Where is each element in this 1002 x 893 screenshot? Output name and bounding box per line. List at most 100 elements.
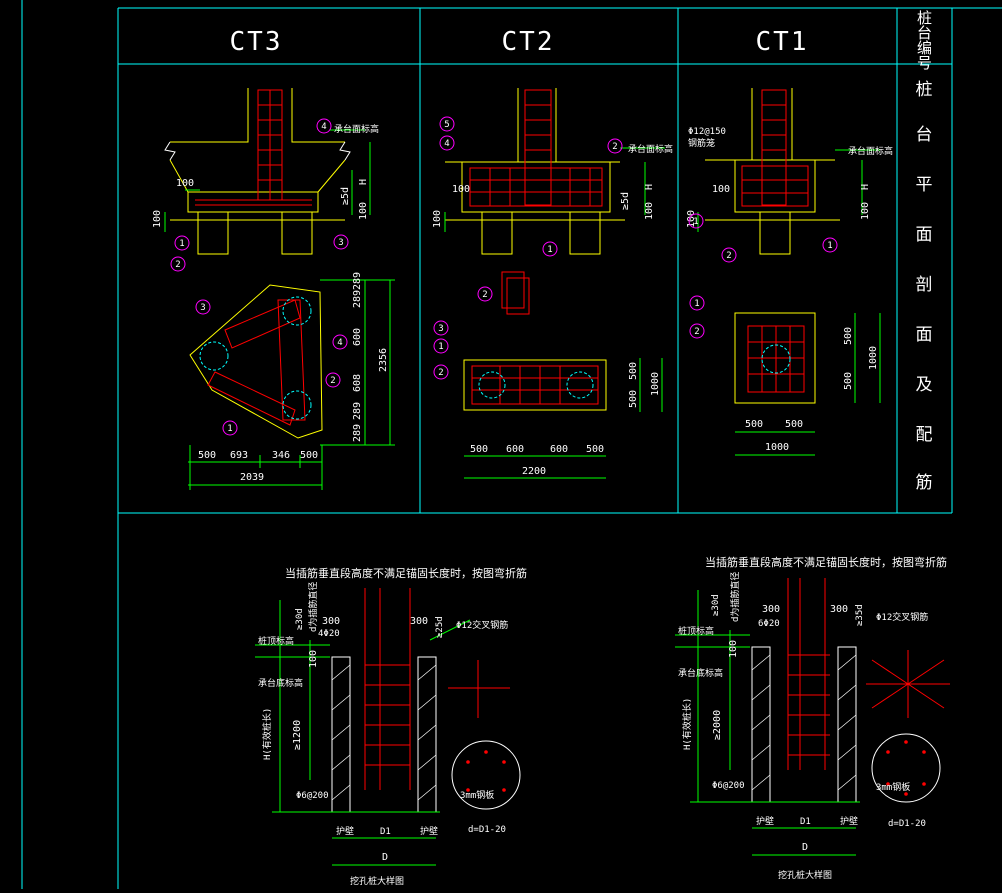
pile-right-dim: 300 (762, 604, 780, 615)
pile-right-cross-spec: Φ12交叉钢筋 (876, 611, 928, 623)
pile-right-cap-label: 承台底标高 (678, 667, 723, 679)
side-char: 面 (916, 325, 933, 345)
ct3-tag: 3 (200, 303, 205, 313)
ct2-tag: 2 (438, 368, 443, 378)
table-frame (21, 0, 1002, 889)
header-ct1: CT1 (756, 27, 809, 57)
ct2-tag: 5 (444, 120, 449, 130)
ct2-tag: 1 (438, 342, 443, 352)
ct1-dim: 100 (860, 202, 871, 220)
pile-right-lap: ≥35d (855, 604, 865, 626)
ct3-tag: 1 (179, 239, 184, 249)
ct2-tag: 1 (547, 245, 552, 255)
ct1-plan-total: 1000 (868, 346, 879, 370)
side-char: 面 (916, 225, 933, 245)
ct2-section: 承台面标高 100 100 ≥5d H 100 5 4 2 1 2 (432, 88, 673, 315)
pile-left-stirrup: Φ6@200 (296, 791, 329, 801)
ct2-plan-total: 1000 (650, 372, 661, 396)
side-char: 平 (916, 175, 933, 195)
ct2-plan-dim: 500 (586, 444, 604, 455)
side-char: 配 (916, 425, 933, 445)
ct2-dim: 100 (432, 210, 443, 228)
ct1-plan-dim: 500 (745, 419, 763, 430)
ct1-dim: 100 (686, 210, 697, 228)
ct2-tag: 2 (482, 290, 487, 300)
ct3-tag: 1 (227, 424, 232, 434)
ct3-dim: 100 (152, 210, 163, 228)
pile-left-wall: 护壁 (420, 825, 438, 837)
ct1-mesh-note: 钢筋笼 (688, 137, 715, 149)
side-char: 台 (916, 125, 933, 145)
ct2-plan: 500 600 600 500 2200 500 500 1000 3 1 2 (433, 320, 663, 479)
ct3-plan-total: 2356 (378, 348, 389, 372)
pile-left-lap: ≥25d (435, 616, 445, 638)
pile-right-wall: 护壁 (756, 815, 774, 827)
ct2-plan-dim: 600 (550, 444, 568, 455)
ct3-plan-dim: 693 (230, 450, 248, 461)
ct1-plan-dim: 500 (843, 327, 854, 345)
ct3-tag: 2 (175, 260, 180, 270)
pile-left-wall: 护壁 (336, 825, 354, 837)
pile-right-anchor: ≥30d (711, 594, 721, 616)
ct3-plan-dim: 608 (352, 374, 363, 392)
ct3-plan-dim: 600 (352, 328, 363, 346)
header-ct3: CT3 (230, 27, 283, 57)
pile-left-title: 当插筋垂直段高度不满足锚固长度时，按图弯折筋 (285, 566, 527, 580)
pile-left-anchor: ≥30d (295, 608, 305, 630)
ct3-tag: 2 (330, 376, 335, 386)
pile-right-dia-note: d=D1-20 (888, 819, 926, 829)
ct1-tag: 1 (693, 217, 698, 227)
pile-right-wall: 护壁 (840, 815, 858, 827)
ct2-cap-top-label: 承台面标高 (628, 143, 673, 155)
pile-detail-left: 当插筋垂直段高度不满足锚固长度时，按图弯折筋 (255, 566, 527, 887)
pile-right-caption: 挖孔桩大样图 (778, 869, 832, 881)
ct3-plan-dim: 500 (198, 450, 216, 461)
ct3-tag: 3 (338, 238, 343, 248)
ct2-tag: 4 (444, 139, 449, 149)
pile-right-h: H(有效桩长) (681, 698, 693, 750)
side-char: 及 (916, 375, 933, 395)
pile-left-h: H(有效桩长) (261, 708, 273, 760)
ct3-plan-dim: 289 (352, 402, 363, 420)
pile-right-anchor-note: d为插筋直径 (729, 572, 741, 622)
ct2-plan-dim: 600 (506, 444, 524, 455)
side-char: 桩 (916, 80, 933, 100)
pile-right-title: 当插筋垂直段高度不满足锚固长度时，按图弯折筋 (705, 555, 947, 569)
ct3-tag: 4 (321, 122, 326, 132)
ct2-dim: H (644, 184, 655, 190)
pile-left-dim: 300 (322, 616, 340, 627)
pile-left-steel-note: 3mm钢板 (460, 789, 494, 801)
pile-left-anchor-note: d为插筋直径 (307, 582, 319, 632)
pile-right-dim-100: 100 (728, 640, 739, 658)
pile-left-bar-spec: 4Φ20 (318, 629, 340, 639)
pile-right-dim: 300 (830, 604, 848, 615)
pile-detail-right: 当插筋垂直段高度不满足锚固长度时，按图弯折筋 (675, 555, 950, 881)
ct3-plan-dim: 346 (272, 450, 290, 461)
side-char: 剖 (916, 275, 933, 295)
pile-right-d: D (802, 842, 808, 853)
ct3-plan-total: 2039 (240, 472, 264, 483)
pile-left-dia-note: d=D1-20 (468, 825, 506, 835)
ct1-plan-dim: 500 (843, 372, 854, 390)
ct2-dim: 100 (644, 202, 655, 220)
pile-left-d1: D1 (380, 827, 391, 837)
ct1-plan-dim: 500 (785, 419, 803, 430)
pile-left-cap-label: 承台底标高 (258, 677, 303, 689)
ct1-tag: 1 (827, 241, 832, 251)
ct1-tag: 1 (694, 299, 699, 309)
ct3-dim: 100 (358, 202, 369, 220)
pile-left-top-label: 桩顶标高 (258, 635, 294, 647)
pile-left-caption: 挖孔桩大样图 (350, 875, 404, 887)
ct3-plan: 500 693 346 500 2039 289 289 600 608 289… (188, 272, 395, 490)
ct3-plan-dim: 289 (352, 272, 363, 290)
ct3-tag: 4 (337, 338, 342, 348)
ct3-dim: H (358, 179, 369, 185)
ct2-plan-dim: 500 (470, 444, 488, 455)
ct1-plan-total: 1000 (765, 442, 789, 453)
header-ct2: CT2 (502, 27, 555, 57)
pile-left-d: D (382, 852, 388, 863)
side-label: 桩 台 平 面 剖 面 及 配 筋 (916, 80, 933, 493)
pile-left-dim: 300 (410, 616, 428, 627)
